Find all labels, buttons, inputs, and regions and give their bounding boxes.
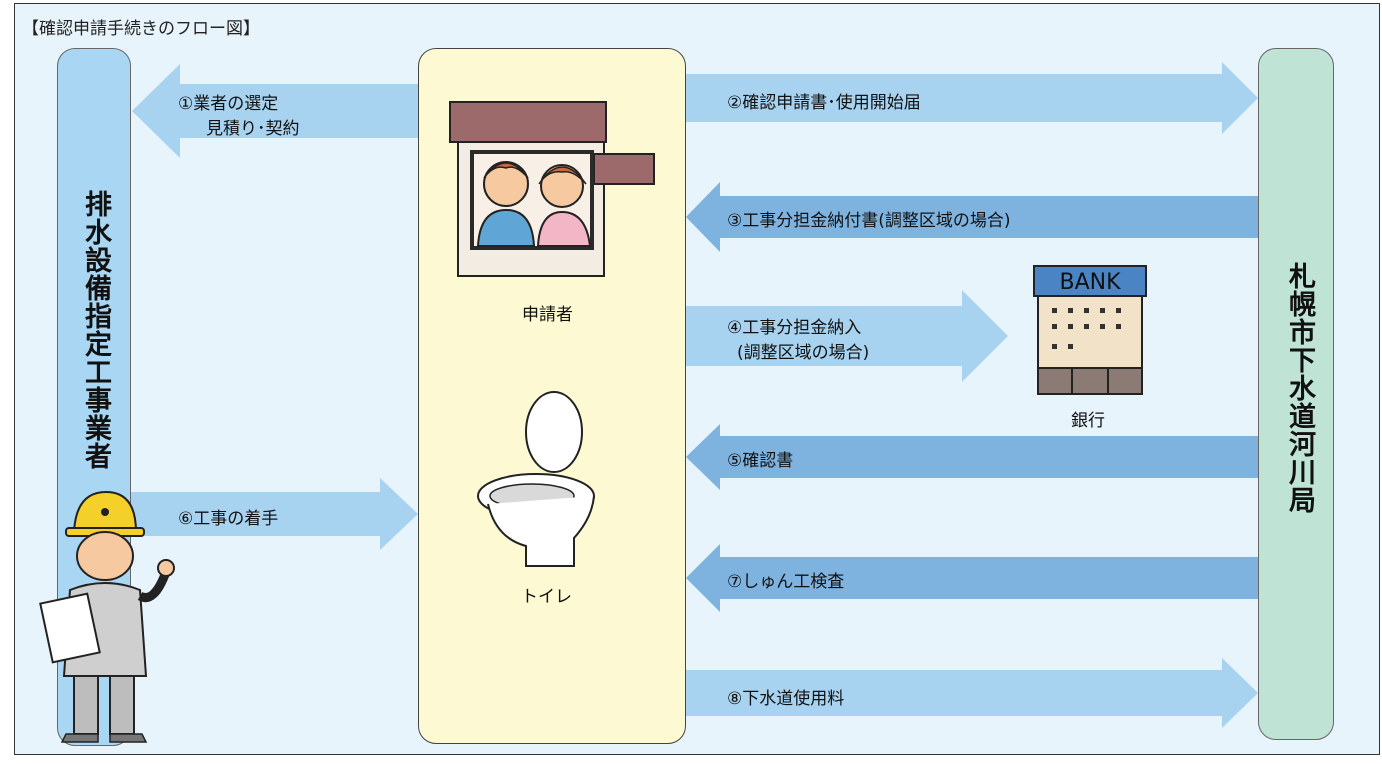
contractor-label: 排水設備指定工事業者: [80, 190, 111, 470]
bureau-label: 札幌市下水道河川局: [1284, 262, 1315, 514]
step-6-label: ⑥工事の着手: [178, 509, 279, 529]
arrow-step-6: [131, 478, 418, 550]
step-4-line-2: (調整区域の場合): [737, 343, 870, 363]
arrow-step-2: [686, 62, 1258, 134]
applicant-label: 申請者: [522, 305, 573, 325]
diagram-title: 【確認申請手続きのフロー図】: [22, 19, 260, 39]
step-1-line-1: ①業者の選定: [178, 94, 279, 114]
arrow-step-1: [132, 64, 418, 158]
arrow-step-5: [686, 424, 1258, 490]
arrow-step-7: [686, 544, 1258, 612]
applicant-house-icon: [449, 101, 655, 277]
worker-icon: [39, 490, 175, 743]
step-7-label: ⑦しゅん工検査: [727, 572, 845, 592]
arrow-step-8: [686, 658, 1258, 728]
bank-icon: BANK: [1033, 265, 1147, 395]
toilet-icon: [477, 391, 595, 567]
arrow-step-3: [686, 182, 1258, 252]
step-1-line-2: 見積り･契約: [206, 119, 300, 139]
step-5-label: ⑤確認書: [727, 451, 794, 471]
bureau-pillar: [1258, 48, 1334, 740]
arrow-step-4: [686, 290, 1008, 382]
step-8-label: ⑧下水道使用料: [727, 689, 845, 709]
bank-sign-text: BANK: [1059, 270, 1121, 295]
step-3-label: ③工事分担金納付書(調整区域の場合): [727, 211, 1011, 231]
toilet-label: トイレ: [521, 587, 572, 607]
step-2-label: ②確認申請書･使用開始届: [727, 93, 921, 113]
bank-label: 銀行: [1071, 411, 1105, 431]
step-4-line-1: ④工事分担金納入: [727, 318, 862, 338]
